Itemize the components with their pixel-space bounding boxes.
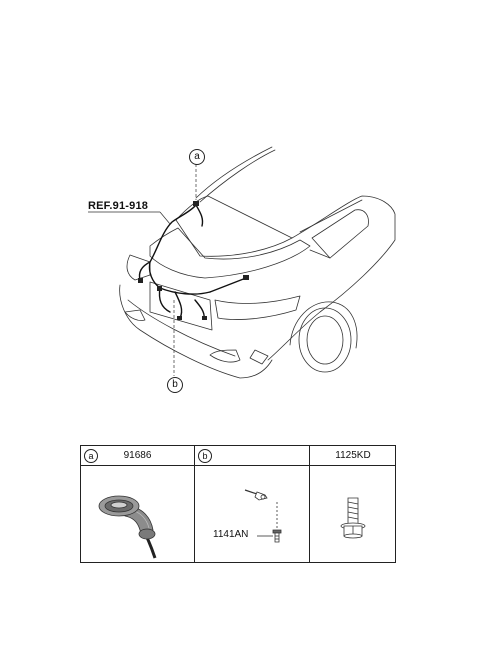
part-number: 91686 <box>123 450 152 461</box>
connector <box>138 278 143 283</box>
connector <box>202 316 207 320</box>
marker-a: a <box>84 449 98 463</box>
body-side <box>267 195 396 361</box>
car-rear-diagram <box>88 146 396 379</box>
rear-bumper <box>119 284 273 379</box>
taillight-right <box>214 295 301 320</box>
connector <box>177 316 182 320</box>
harness-main <box>148 204 211 295</box>
parts-column-b: b 1141AN <box>195 446 310 562</box>
parts-column-a: a 91686 <box>81 446 195 562</box>
rear-wheel <box>298 307 352 373</box>
roof-line <box>195 146 273 199</box>
exhaust-left <box>124 309 146 321</box>
connector <box>157 286 162 291</box>
column-header: 1125KD <box>310 446 396 466</box>
grommet-part-image <box>98 495 157 559</box>
column-header: a 91686 <box>81 446 194 466</box>
connector <box>243 275 249 280</box>
terminal-bolt-image <box>244 489 282 543</box>
harness-branch-4 <box>195 204 204 227</box>
connector <box>193 201 199 206</box>
part-number: 1125KD <box>335 450 371 461</box>
harness-branch-3 <box>209 277 247 293</box>
wheel-arch <box>289 301 358 349</box>
sub-part-label: 1141AN <box>213 529 249 540</box>
parts-table: a 91686 b <box>80 445 396 563</box>
trunk-lid <box>149 227 311 279</box>
column-header: b <box>195 446 309 466</box>
callout-a: a <box>189 149 205 165</box>
harness-branch-1 <box>158 287 171 313</box>
flange-bolt-image <box>340 497 366 539</box>
parts-column-c: 1125KD <box>310 446 396 562</box>
side-window <box>311 209 369 259</box>
taillight-left <box>126 254 151 281</box>
marker-b: b <box>198 449 212 463</box>
exhaust-right <box>209 349 241 363</box>
ref-label: REF.91-918 <box>88 200 149 212</box>
callout-b: b <box>167 377 183 393</box>
harness-branch-2 <box>174 291 183 319</box>
